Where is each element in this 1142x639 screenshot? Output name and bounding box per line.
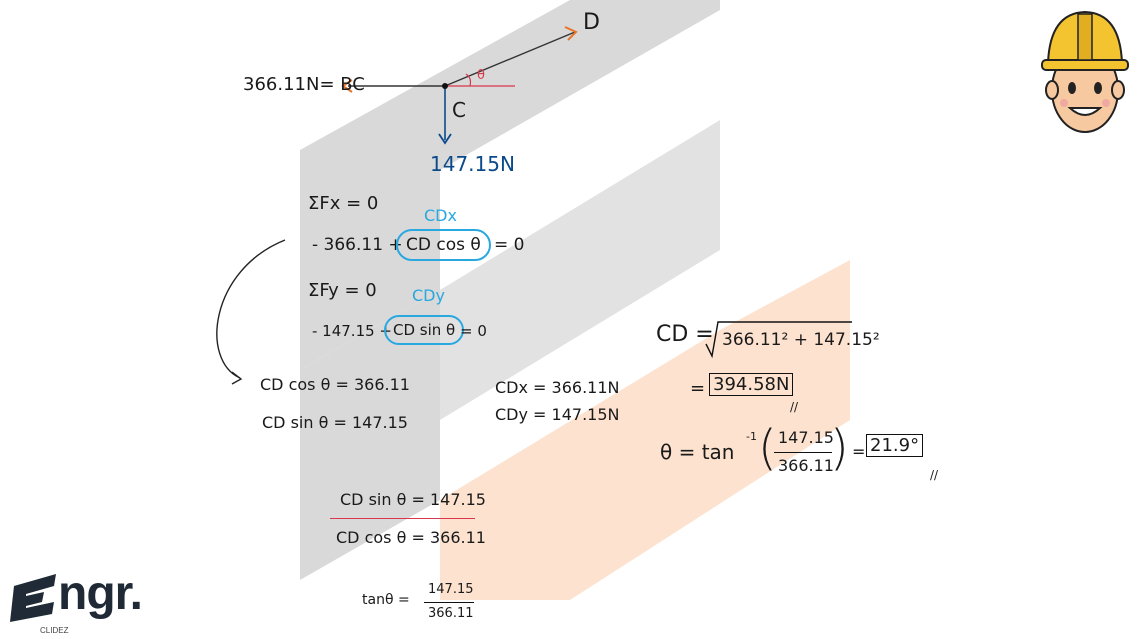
div-denominator: CD cos θ = 366.11: [336, 528, 486, 547]
theta-value: 21.9°: [866, 434, 924, 457]
cd-lhs: CD =: [656, 322, 714, 347]
sum-fy: ΣFy = 0: [308, 280, 377, 301]
cd-value: 394.58N: [709, 373, 794, 396]
tan-fraction-bar: [424, 602, 474, 603]
fx-left: - 366.11 +: [312, 235, 403, 255]
logo-sub-text: CLIDEZ: [40, 626, 69, 635]
theta-paren-right: ): [830, 420, 849, 476]
tan-numerator: 147.15: [428, 582, 474, 597]
cdy-label: CDy: [412, 286, 445, 305]
cd-sqrt-content: 366.11² + 147.15²: [722, 330, 880, 350]
div-numerator: CD sin θ = 147.15: [340, 490, 486, 509]
theta-equals: =: [852, 442, 866, 461]
sum-fx: ΣFx = 0: [308, 193, 379, 214]
cd-mark: //: [790, 400, 799, 414]
fy-left: - 147.15 +: [312, 322, 393, 340]
fx-right: = 0: [494, 235, 525, 255]
theta-fraction-bar: [774, 452, 832, 453]
logo-main-text: ngr.: [58, 567, 143, 620]
cd-equals: =: [690, 378, 706, 399]
force-down-label: 147.15N: [430, 152, 515, 176]
cdx-label: CDx: [424, 206, 457, 225]
division-line: [330, 518, 475, 519]
sqrt-sign: [705, 321, 852, 359]
fx-circled: CD cos θ: [396, 229, 491, 261]
angle-theta: θ: [477, 68, 485, 83]
cd-sin-eq: CD sin θ = 147.15: [262, 413, 408, 432]
engr-logo-mark-icon: [10, 574, 56, 622]
theta-mark: //: [930, 468, 939, 482]
label-D: D: [583, 10, 600, 35]
theta-denominator: 366.11: [778, 456, 834, 475]
theta-paren-left: (: [758, 420, 777, 476]
tan-denominator: 366.11: [428, 606, 474, 621]
label-BC: 366.11N= BC: [243, 74, 365, 95]
tan-lhs: tanθ =: [362, 592, 410, 608]
fy-right: = 0: [460, 322, 487, 340]
theta-numerator: 147.15: [778, 428, 834, 447]
cdx-value: CDx = 366.11N: [495, 378, 620, 397]
fy-circled: CD sin θ: [384, 315, 465, 345]
engineer-mascot-icon: [1041, 10, 1129, 133]
theta-lhs: θ = tan: [660, 440, 735, 464]
theta-exp: -1: [746, 430, 757, 443]
label-C: C: [452, 98, 466, 122]
cd-cos-eq: CD cos θ = 366.11: [260, 375, 410, 394]
cdy-value: CDy = 147.15N: [495, 405, 620, 424]
